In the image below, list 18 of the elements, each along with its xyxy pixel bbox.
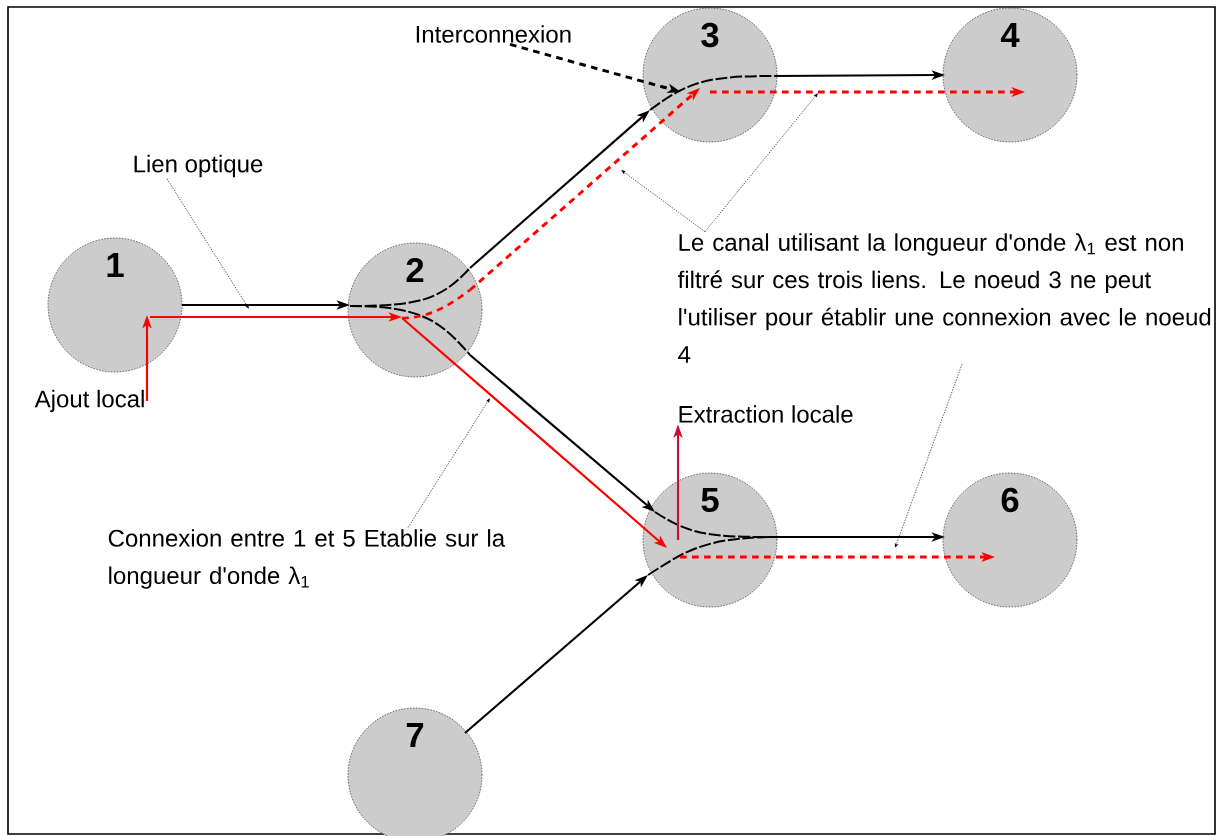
annotation-text: Le canal utilisant la longueur d'onde λ$_{1}$ est non filtré sur ces trois liens. Le noeud 3 ne peut l'utiliser pour établir une connexion avec le noeud 4	[677, 233, 1211, 363]
network-node: 1	[47, 237, 183, 373]
annotation-text: Ajout local	[34, 389, 144, 413]
network-node: 4	[942, 7, 1078, 143]
leader-line	[621, 170, 706, 233]
leader-line	[894, 363, 963, 548]
leader-line	[407, 398, 490, 528]
annotation-text: Lien optique	[134, 154, 263, 178]
annotation-text: Extraction locale	[679, 405, 853, 423]
annotation-text: Interconnexion	[416, 25, 571, 43]
network-node: 6	[942, 472, 1078, 608]
network-node: 7	[347, 707, 483, 836]
leader-line	[704, 93, 818, 233]
annotation-text: Connexion entre 1 et 5 Etablie sur la longueur d'onde λ$_{1}$	[108, 529, 506, 589]
network-node: 3	[642, 7, 778, 143]
network-node: 2	[347, 242, 483, 378]
leader-line	[166, 178, 249, 309]
network-node: 5	[642, 472, 778, 608]
